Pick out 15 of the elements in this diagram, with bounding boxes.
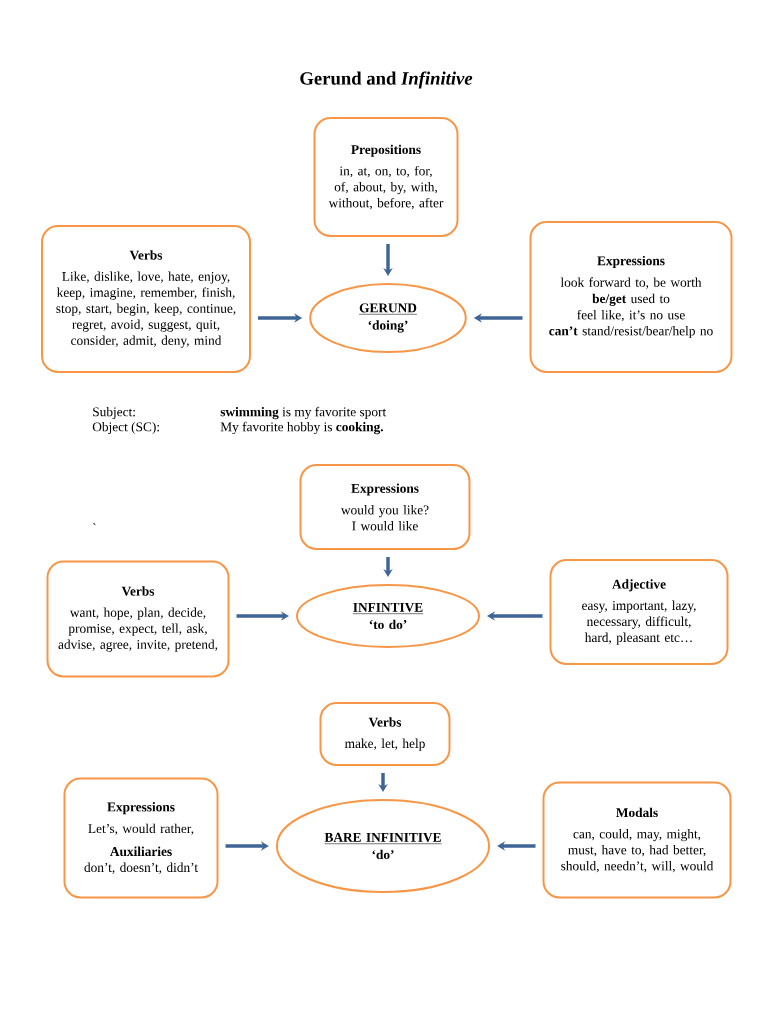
category-box: Verbs Like, dislike, love, hate, enjoy, keep, imagine, remember, finish, stop, start, begin, keep, continue, regret, avoid, suggest, quit, consider, admit, deny, mind xyxy=(41,225,251,373)
category-box: Modals can, could, may, might, must, have to, had better, should, needn’t, will, would xyxy=(542,781,732,899)
category-box: Prepositions in, at, on, to, for, of, about, by, with, without, before, after xyxy=(313,117,459,237)
note-text: swimming is my favorite sport xyxy=(220,406,387,420)
category-box: Expressions would you like? I would like xyxy=(299,464,471,550)
title: Gerund and Infinitive xyxy=(300,71,473,89)
category-box: Expressions Let’s, would rather, Auxiliaries don’t, doesn’t, didn’t xyxy=(63,777,219,899)
category-box: Expressions look forward to, be worth be/get used to feel like, it’s no use can’t stand/resist/bear/help no xyxy=(529,221,733,373)
category-box: Verbs make, let, help xyxy=(319,702,451,766)
note-text: My favorite hobby is cooking. xyxy=(220,421,383,435)
category-box: Adjective easy, important, lazy, necessary, difficult, hard, pleasant etc… xyxy=(549,559,729,665)
category-box: Verbs want, hope, plan, decide, promise, expect, tell, ask, advise, agree, invite, pretend, xyxy=(46,560,230,678)
note-text: Object (SC): xyxy=(92,421,159,435)
note-text: ` xyxy=(93,523,96,526)
note-text: Subject: xyxy=(93,406,135,420)
